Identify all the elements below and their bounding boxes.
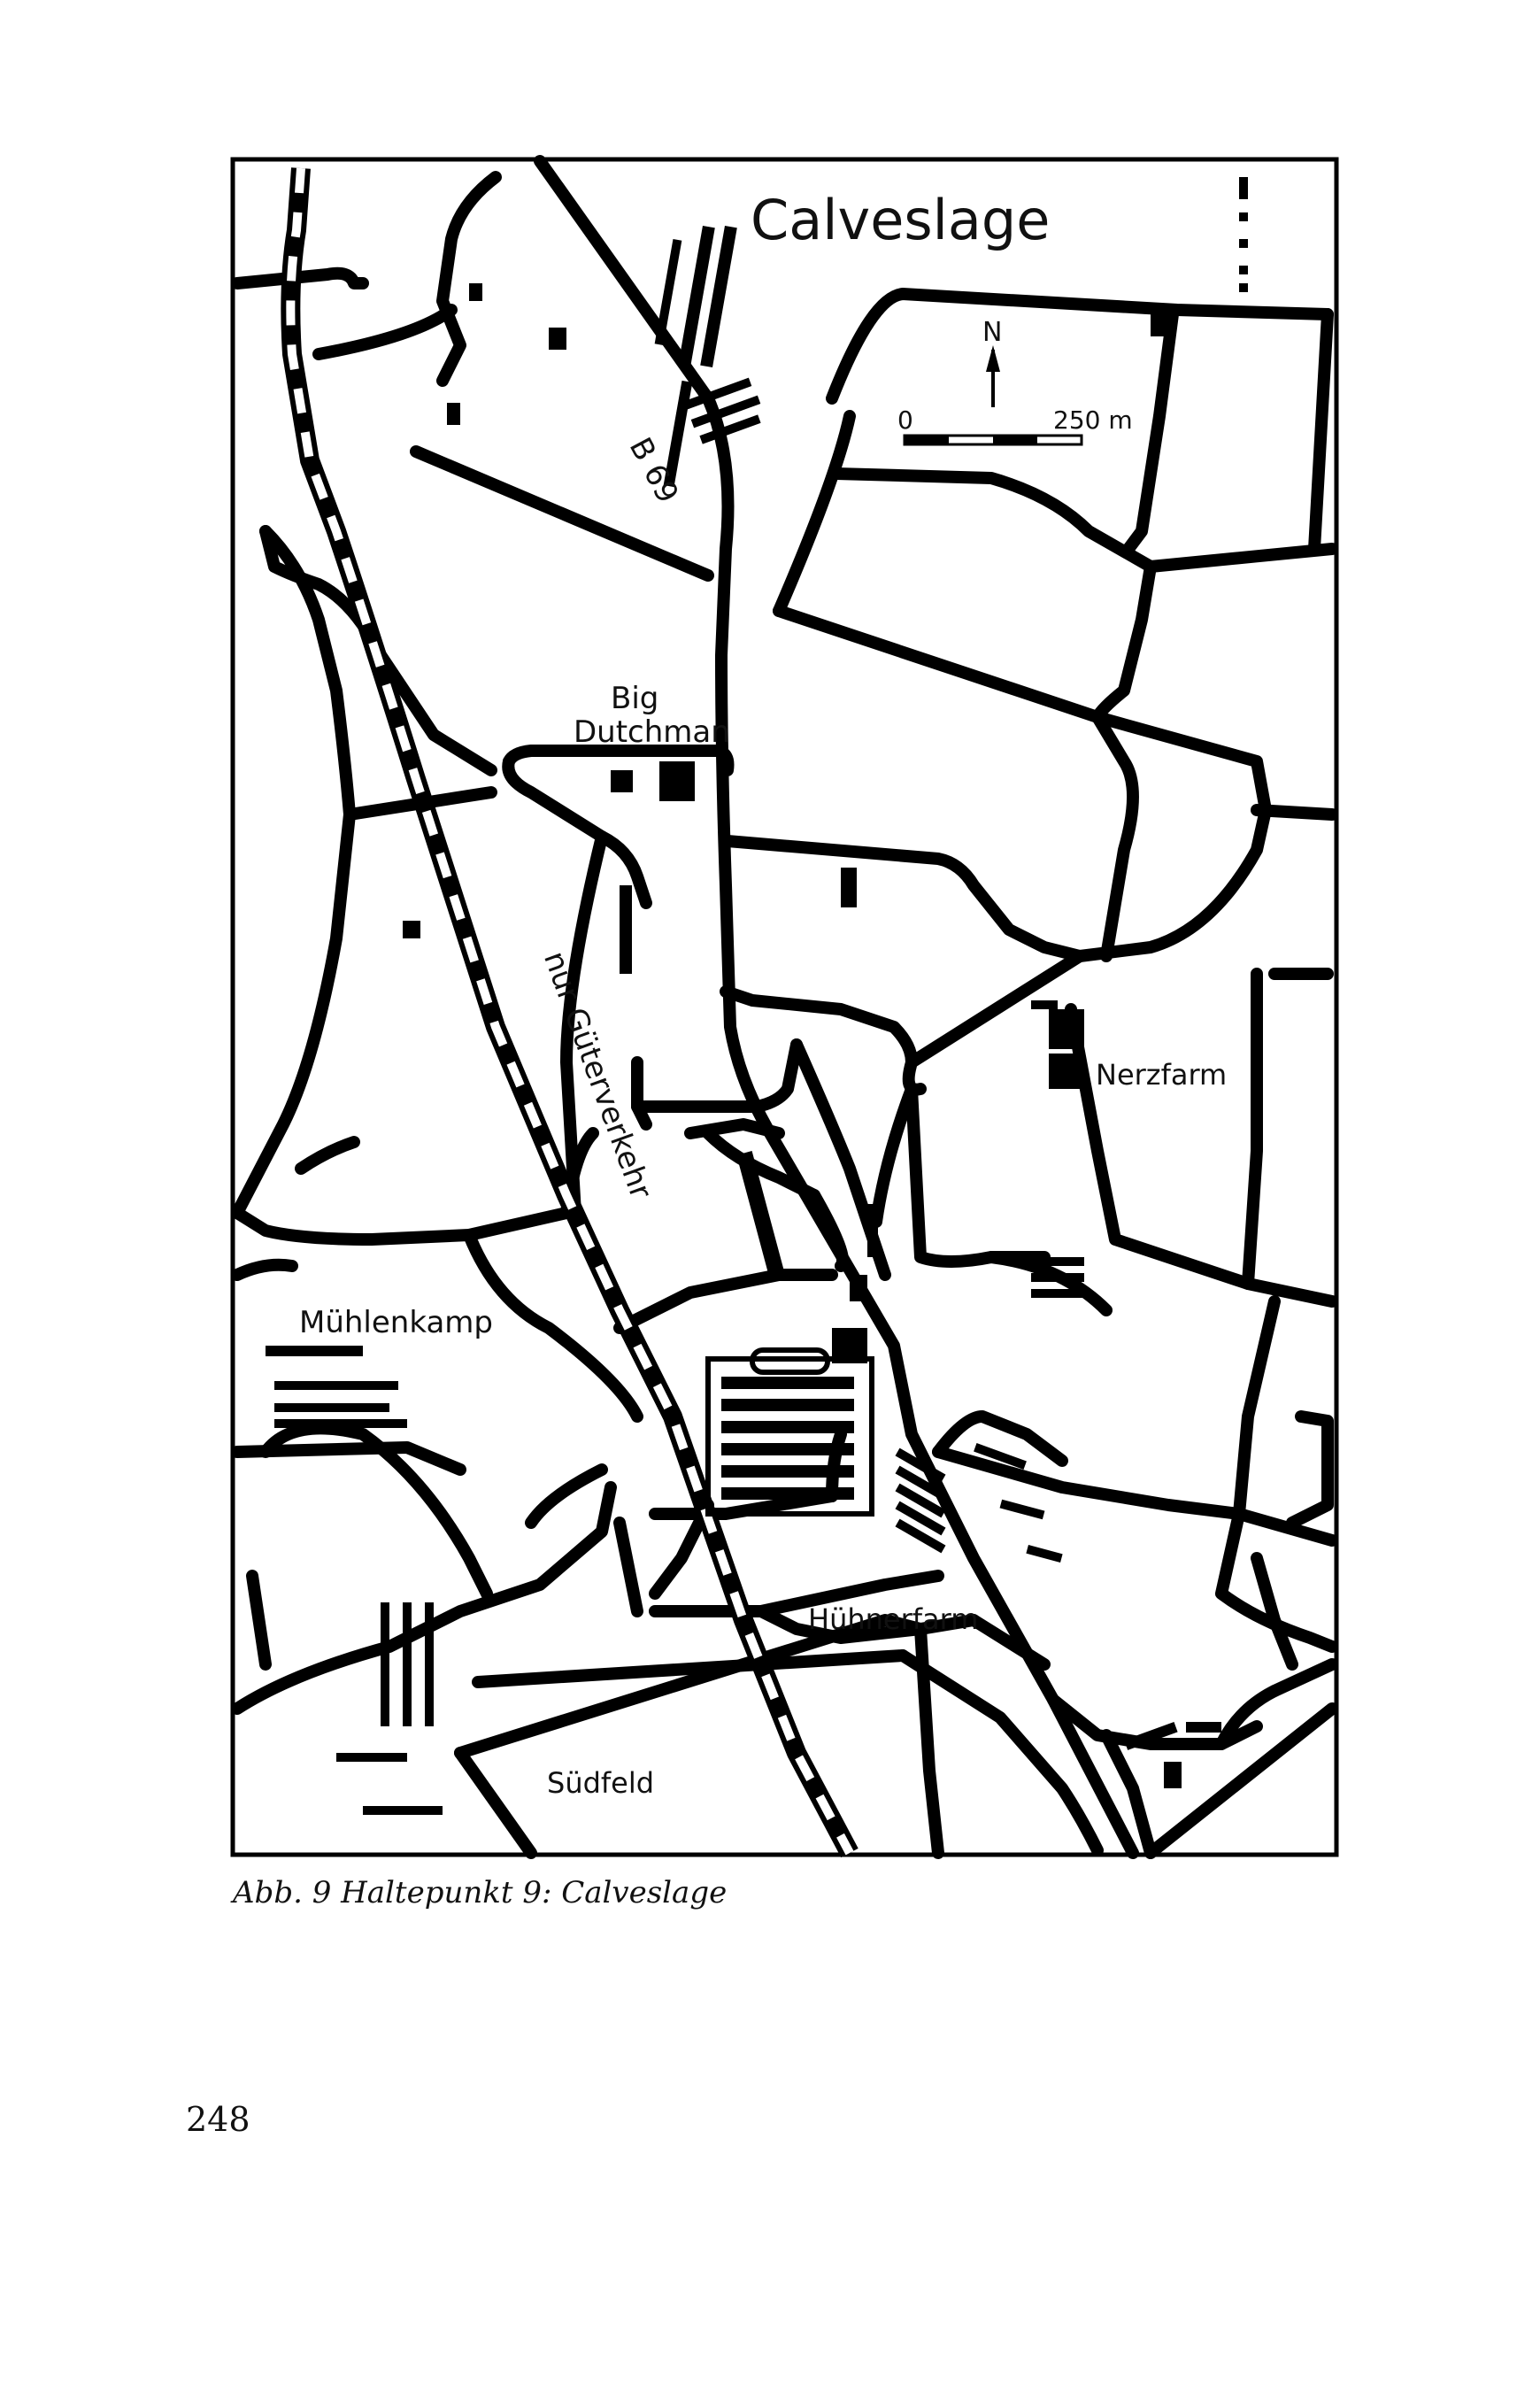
roads bbox=[231, 155, 1338, 1859]
scale-bar: 0 250 m bbox=[897, 405, 1133, 446]
railway bbox=[281, 167, 859, 1858]
label-muehlenkamp: Mühlenkamp bbox=[299, 1305, 493, 1340]
page-number: 248 bbox=[186, 2100, 250, 2139]
map-title: Calveslage bbox=[751, 188, 1050, 252]
scale-start: 0 bbox=[897, 405, 913, 435]
label-dutchman: Dutchman bbox=[574, 714, 730, 750]
north-arrow: N bbox=[982, 317, 1002, 407]
north-label: N bbox=[982, 317, 1002, 348]
label-nerzfarm: Nerzfarm bbox=[1096, 1058, 1227, 1092]
figure-caption: Abb. 9 Haltepunkt 9: Calveslage bbox=[233, 1875, 728, 1910]
buildings bbox=[266, 177, 1248, 1815]
label-suedfeld: Südfeld bbox=[547, 1766, 654, 1800]
huehnerfarm-area bbox=[705, 1347, 874, 1517]
label-huehnerfarm: Hühnerfarm bbox=[808, 1602, 978, 1636]
scale-end: 250 m bbox=[1053, 405, 1133, 435]
label-big: Big bbox=[611, 681, 658, 716]
